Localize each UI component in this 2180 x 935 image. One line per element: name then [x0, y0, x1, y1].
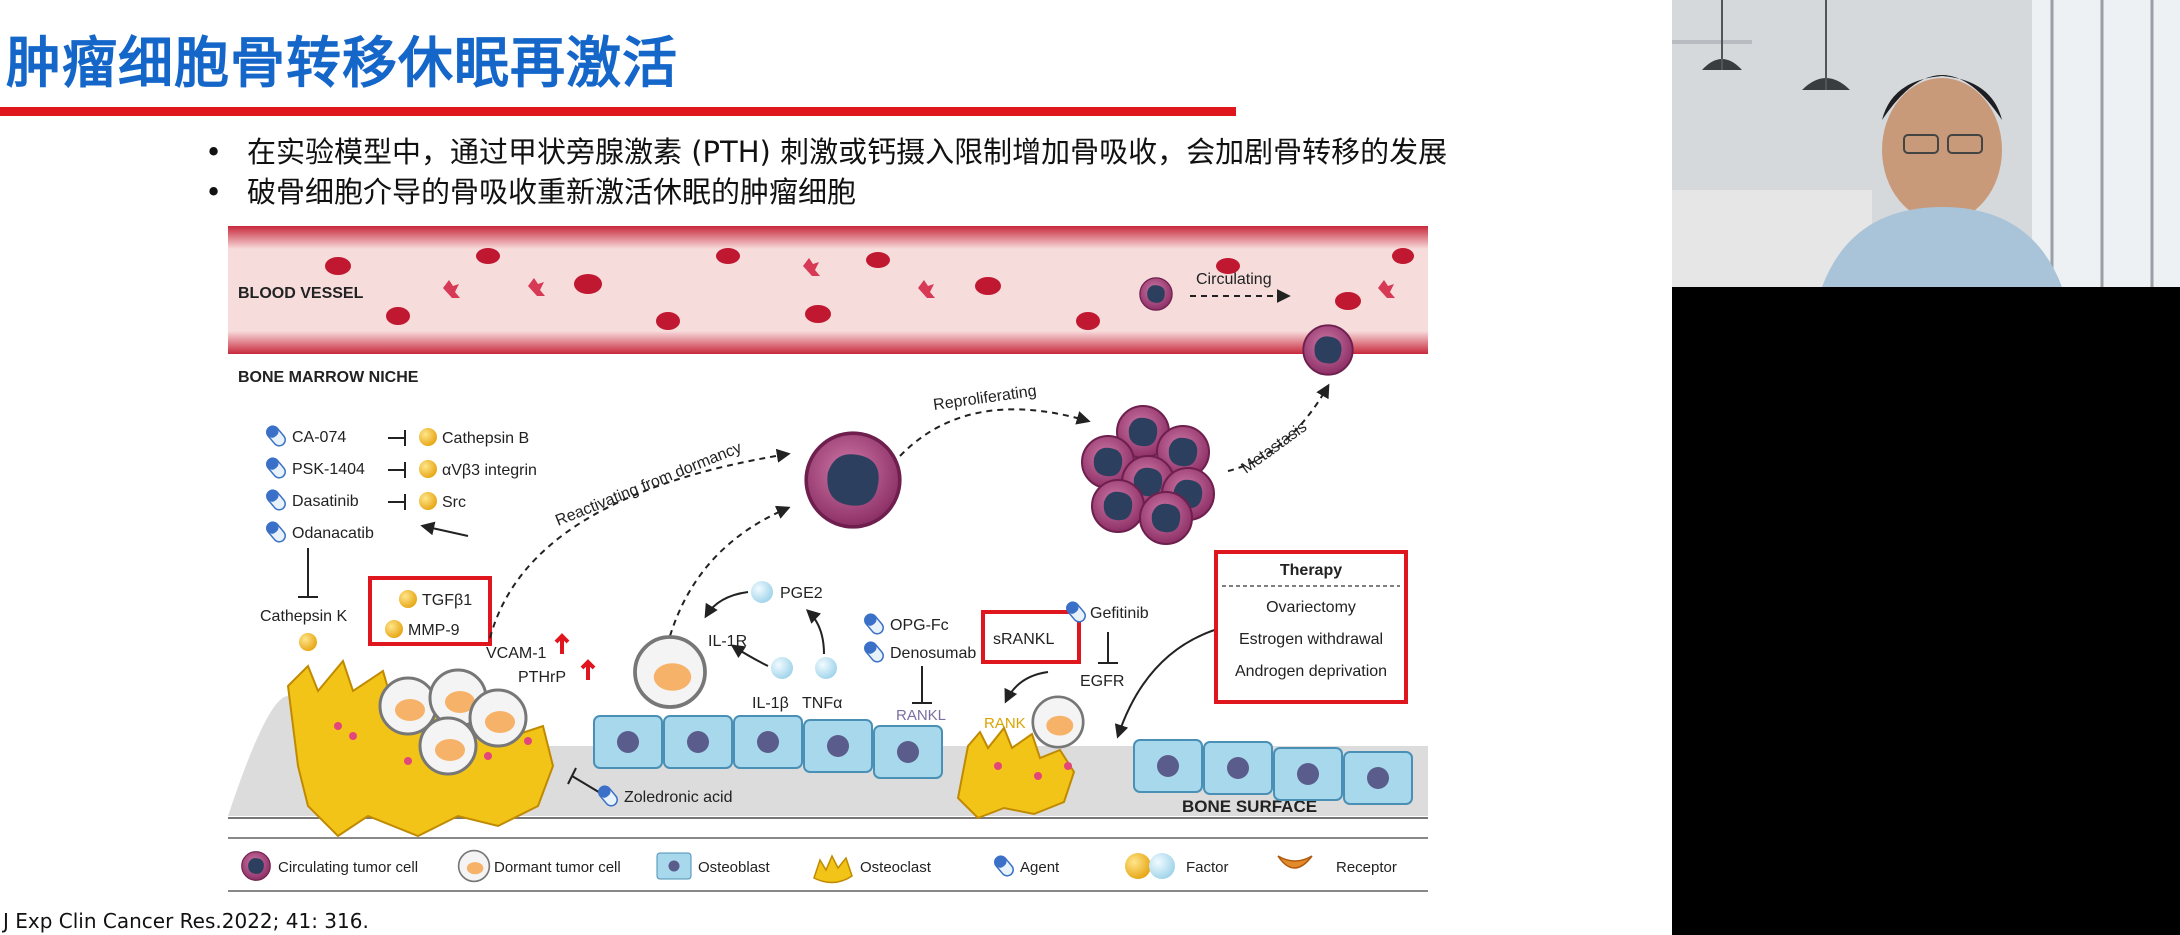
gefitinib-label: Gefitinib: [1090, 605, 1149, 622]
citation: J Exp Clin Cancer Res.2022; 41: 316.: [3, 909, 369, 933]
webcam-feed: [1672, 0, 2180, 287]
bullet-item: 在实验模型中，通过甲状旁腺激素 (PTH) 刺激或钙摄入限制增加骨吸收，会加剧骨…: [205, 132, 1447, 172]
tgfb1-mmp9-highlight: [368, 576, 492, 646]
therapy-box: Therapy Ovariectomy Estrogen withdrawal …: [1214, 550, 1408, 704]
tumor-cluster: [1081, 405, 1215, 545]
svg-text:Dasatinib: Dasatinib: [292, 493, 359, 510]
therapy-title: Therapy: [1280, 562, 1342, 579]
therapy-item: Ovariectomy: [1266, 599, 1356, 616]
pthrp-label: PTHrP: [518, 669, 566, 686]
slide-title: 肿瘤细胞骨转移休眠再激活: [6, 31, 679, 95]
therapy-item: Estrogen withdrawal: [1239, 631, 1383, 648]
bone-surface-label: BONE SURFACE: [1182, 797, 1317, 816]
il1r-label: IL-1R: [708, 633, 747, 650]
circulating-label: Circulating: [1196, 271, 1272, 288]
svg-text:Factor: Factor: [1186, 859, 1229, 876]
rankl-label: RANKL: [896, 707, 946, 724]
denosumab-label: Denosumab: [890, 645, 976, 662]
zoledronic-acid-label: Zoledronic acid: [624, 789, 733, 806]
extravasating-tumor-cell: [1302, 324, 1354, 376]
bullet-item: 破骨细胞介导的骨吸收重新激活休眠的肿瘤细胞: [205, 172, 1447, 212]
circulating-tumor-cell: [1139, 277, 1173, 311]
bone-marrow-niche-label: BONE MARROW NICHE: [238, 369, 419, 386]
svg-text:αVβ3 integrin: αVβ3 integrin: [442, 462, 537, 479]
tnfa-label: TNFα: [802, 695, 842, 712]
therapy-item: Androgen deprivation: [1235, 663, 1387, 680]
osteoclast-mass: [286, 658, 555, 838]
presentation-slide: 肿瘤细胞骨转移休眠再激活 在实验模型中，通过甲状旁腺激素 (PTH) 刺激或钙摄…: [0, 0, 1672, 935]
svg-text:PSK-1404: PSK-1404: [292, 461, 365, 478]
svg-text:Osteoblast: Osteoblast: [698, 859, 771, 876]
figure-legend: Circulating tumor cell Dormant tumor cel…: [228, 837, 1428, 892]
svg-text:Cathepsin K: Cathepsin K: [260, 608, 347, 625]
platelets: [443, 258, 1395, 298]
svg-text:CA-074: CA-074: [292, 429, 346, 446]
metastasis-label: Metastasis: [1238, 419, 1310, 478]
svg-text:Src: Src: [442, 494, 466, 511]
title-underline: [0, 107, 1236, 116]
egfr-label: EGFR: [1080, 673, 1124, 690]
il1b-label: IL-1β: [752, 695, 789, 712]
svg-text:Receptor: Receptor: [1336, 859, 1397, 876]
agent-list: CA-074 PSK-1404 Dasatinib Odanacatib Cat…: [260, 422, 537, 651]
svg-text:Cathepsin B: Cathepsin B: [442, 430, 529, 447]
tgfb1-label: TGFβ1: [422, 592, 472, 609]
svg-text:Odanacatib: Odanacatib: [292, 525, 374, 542]
pge2-label: PGE2: [780, 585, 823, 602]
opg-fc-label: OPG-Fc: [890, 617, 949, 634]
bone-metastasis-diagram: BLOOD VESSEL Circulating BONE MARROW NIC…: [228, 226, 1428, 892]
reactivating-label: Reactivating from dormancy: [553, 439, 744, 529]
srankl-label: sRANKL: [993, 631, 1054, 648]
svg-text:Osteoclast: Osteoclast: [860, 859, 932, 876]
vcam1-label: VCAM-1: [486, 645, 547, 662]
blood-vessel-label: BLOOD VESSEL: [238, 285, 364, 302]
blood-vessel: [228, 226, 1428, 354]
red-blood-cells: [325, 248, 1414, 330]
srankl-highlight: [981, 610, 1081, 664]
bullet-list: 在实验模型中，通过甲状旁腺激素 (PTH) 刺激或钙摄入限制增加骨吸收，会加剧骨…: [205, 132, 1447, 212]
svg-text:Circulating tumor cell: Circulating tumor cell: [278, 859, 418, 876]
dormant-tumor-cell: [633, 635, 707, 709]
reactivated-tumor-cell: [804, 431, 902, 529]
osteoclast-group-right: [956, 695, 1085, 820]
mmp9-label: MMP-9: [408, 622, 460, 639]
svg-text:Agent: Agent: [1020, 859, 1060, 876]
rank-label: RANK: [984, 715, 1026, 732]
svg-text:Dormant tumor cell: Dormant tumor cell: [494, 859, 621, 876]
